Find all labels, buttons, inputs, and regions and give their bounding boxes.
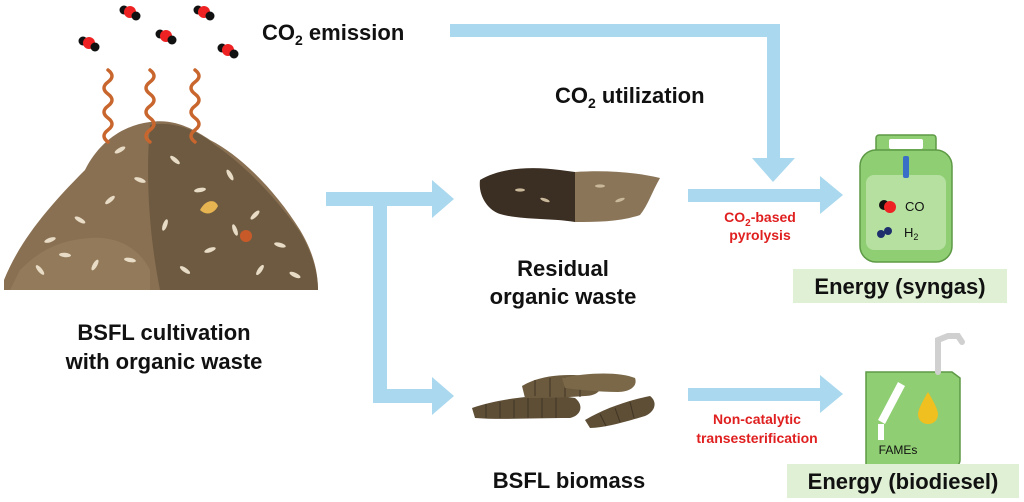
- gas-tank-icon: [859, 134, 953, 263]
- arrow-to-syngas-head: [820, 176, 843, 214]
- tank-co-label: CO: [905, 199, 925, 214]
- residual-label-line1: Residual: [517, 256, 609, 281]
- arrow-split-stem: [326, 192, 386, 206]
- source-label-line2: with organic waste: [65, 349, 263, 374]
- biomass-label: BSFL biomass: [493, 468, 645, 493]
- co2-molecule-icon: [155, 29, 177, 45]
- fuel-can-icon: [865, 333, 965, 469]
- arrow-split-vertical: [373, 192, 387, 400]
- arrow-to-biomass-head: [432, 377, 454, 415]
- pyrolysis-label-line2: pyrolysis: [729, 227, 791, 243]
- energy-syngas-box: [793, 269, 1007, 303]
- co2-molecule-icon: [217, 43, 239, 59]
- co2-molecule-icon: [193, 5, 215, 21]
- arrow-to-biomass-shaft: [373, 389, 435, 403]
- co2-emission-label: CO2 emission: [262, 20, 404, 48]
- arrows: [326, 24, 843, 415]
- larva-icon: [562, 373, 636, 392]
- co2-molecule-icon: [78, 36, 100, 52]
- co2-molecules: [78, 5, 239, 59]
- energy-biodiesel-box: [787, 464, 1019, 498]
- co2-utilization-label: CO2 utilization: [555, 83, 705, 111]
- pyrolysis-label-line1: CO2-based: [724, 209, 796, 229]
- vapor-wave-icon: [102, 68, 201, 144]
- transest-label-line1: Non-catalytic: [713, 411, 801, 427]
- transest-label-line2: transesterification: [696, 430, 817, 446]
- arrow-co2-emission-vertical: [767, 24, 780, 162]
- arrow-co2-emission-head: [752, 158, 795, 182]
- residual-waste-icon: [479, 168, 660, 222]
- larva-icon: [472, 396, 581, 419]
- larva-icon: [585, 396, 655, 428]
- larva-group: [472, 373, 655, 428]
- co2-molecule-icon: [119, 5, 141, 21]
- tank-h2-label: H2: [904, 225, 918, 242]
- arrow-to-residual-head: [432, 180, 454, 218]
- can-fames-label: FAMEs: [879, 443, 918, 457]
- arrow-to-residual-shaft: [373, 192, 435, 206]
- source-label-line1: BSFL cultivation: [77, 320, 250, 345]
- residual-label-line2: organic waste: [490, 284, 637, 309]
- arrow-to-biodiesel-head: [820, 375, 843, 413]
- arrow-co2-emission-horizontal: [450, 24, 780, 37]
- energy-syngas-label: Energy (syngas): [814, 274, 985, 299]
- waste-pile-icon: [4, 121, 318, 290]
- arrow-to-biodiesel-shaft: [688, 388, 823, 401]
- energy-biodiesel-label: Energy (biodiesel): [808, 469, 999, 494]
- arrow-to-syngas-shaft: [688, 189, 823, 202]
